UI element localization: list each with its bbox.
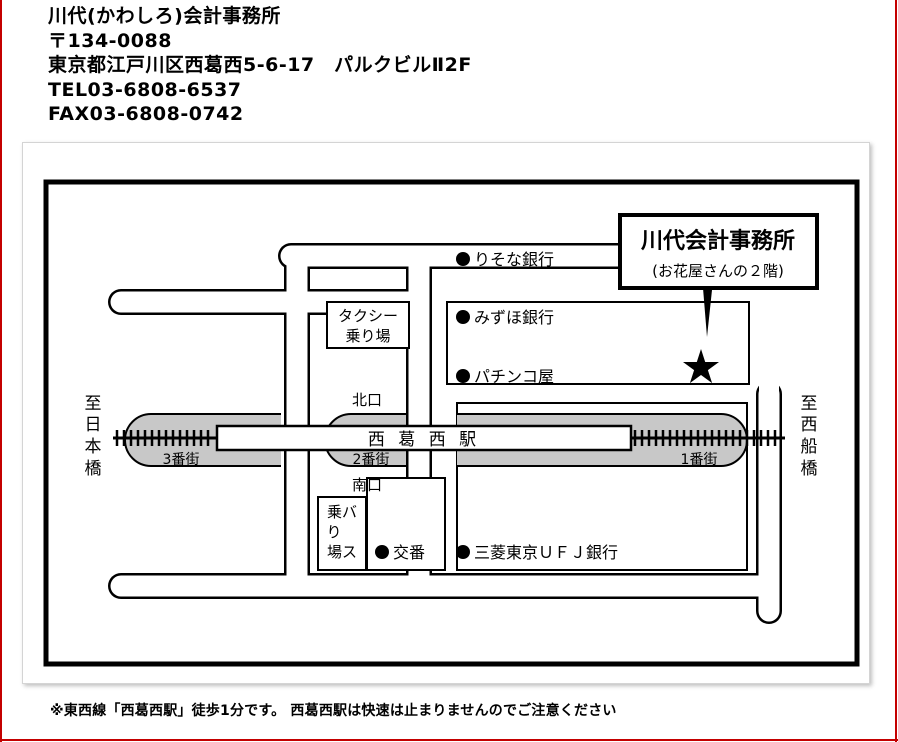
taxi-stand — [326, 301, 410, 349]
taxi-label-line1: タクシー — [338, 307, 398, 325]
to-funabashi-char-1: 至 — [801, 394, 818, 414]
station-building — [215, 424, 633, 452]
callout-pointer — [703, 288, 712, 337]
callout-title: 川代会計事務所 — [640, 228, 795, 254]
koban-block — [366, 477, 446, 571]
access-note: ※東西線「西葛西駅」徒歩1分です。 西葛西駅は快速は止まりませんのでご注意くださ… — [50, 703, 617, 719]
to-nihonbashi-char-3: 本 — [85, 437, 102, 457]
map-border — [43, 179, 860, 667]
office-name: 川代(かわしろ)会計事務所 — [48, 5, 281, 27]
mufg-dot-icon — [456, 545, 470, 559]
bus-label-line3: 場ス — [327, 543, 357, 561]
koban-label: 交番 — [393, 543, 425, 562]
frame-right — [895, 0, 897, 742]
to-funabashi-char-3: 船 — [801, 437, 818, 457]
office-address: 東京都江戸川区西葛西5-6-17 パルクビルⅡ2F — [48, 54, 472, 76]
access-map: 川代会計事務所 (お花屋さんの２階) りそな銀行 みずほ銀行 パチンコ屋 交番 … — [22, 142, 870, 684]
to-nihonbashi-char-1: 至 — [85, 394, 102, 414]
pachinko-dot-icon — [456, 369, 470, 383]
street-2-label: 2番街 — [353, 452, 390, 468]
to-nihonbashi-char-4: 橋 — [85, 459, 102, 479]
mizuho-label: みずほ銀行 — [474, 308, 554, 327]
to-nihonbashi-char-2: 日 — [85, 415, 102, 435]
mizuho-dot-icon — [456, 310, 470, 324]
risona-dot-icon — [456, 252, 470, 266]
to-funabashi-char-4: 橋 — [801, 459, 818, 479]
bus-label-line2: り — [326, 523, 341, 541]
office-tel: TEL03-6808-6537 — [48, 78, 242, 101]
office-callout — [618, 213, 819, 290]
office-fax: FAX03-6808-0742 — [48, 103, 244, 125]
bus-label-line1: 乗バ — [327, 503, 357, 521]
frame-left — [0, 0, 2, 742]
frame-bottom — [0, 739, 898, 741]
office-info: 川代(かわしろ)会計事務所 〒134-0088 東京都江戸川区西葛西5-6-17… — [48, 4, 472, 127]
landmark-dots — [375, 252, 470, 559]
callout-subtitle: (お花屋さんの２階) — [652, 262, 784, 280]
station-name: 西 葛 西 駅 — [368, 430, 480, 450]
to-funabashi-char-2: 西 — [801, 415, 818, 435]
mufg-label: 三菱東京ＵＦＪ銀行 — [474, 543, 618, 562]
taxi-label-line2: 乗り場 — [345, 327, 390, 345]
pachinko-label: パチンコ屋 — [474, 367, 554, 386]
bus-stop — [317, 496, 367, 571]
exit-north-label: 北口 — [352, 391, 382, 409]
office-star-icon — [683, 349, 719, 384]
risona-label: りそな銀行 — [474, 250, 554, 269]
street-1-label: 1番街 — [681, 452, 718, 468]
postal-code: 〒134-0088 — [48, 29, 172, 52]
koban-dot-icon — [375, 545, 389, 559]
exit-south-label: 南口 — [352, 476, 382, 494]
street-3-label: 3番街 — [163, 452, 200, 468]
